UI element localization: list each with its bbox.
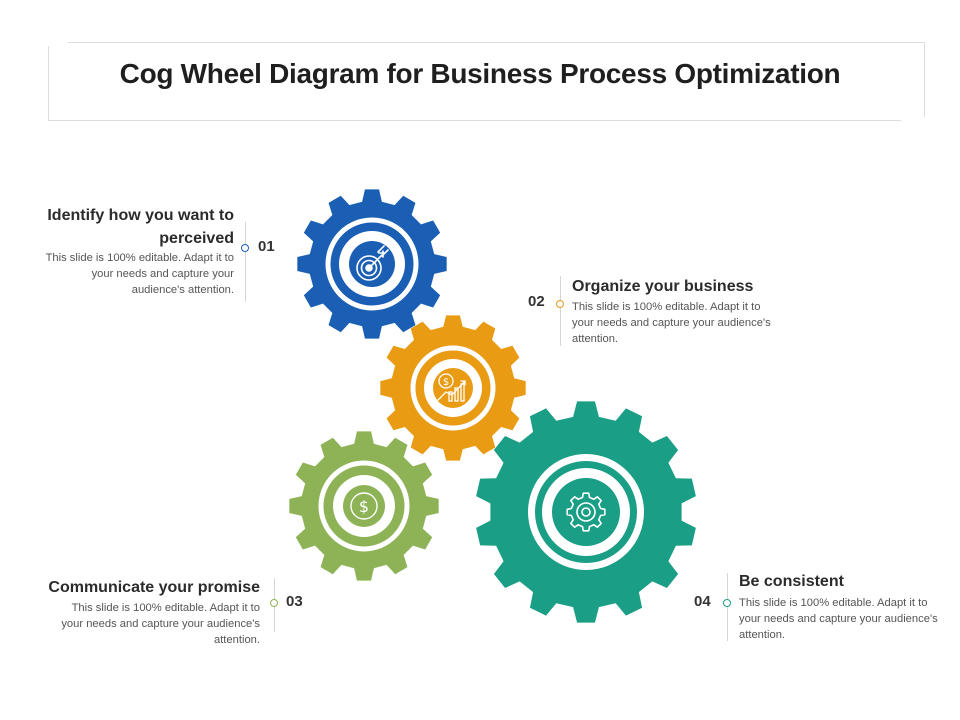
step-2-connector xyxy=(560,276,561,346)
step-1-dot xyxy=(241,244,249,252)
step-2-heading: Organize your business xyxy=(572,278,754,295)
gear-1-ring xyxy=(325,217,419,311)
step-3-number: 03 xyxy=(286,593,303,610)
step-3-dot xyxy=(270,599,278,607)
step-1-connector xyxy=(245,222,246,302)
step-4-description: This slide is 100% editable. Adapt it to… xyxy=(739,597,938,641)
svg-text:$: $ xyxy=(443,377,449,388)
step-3-heading: Communicate your promise xyxy=(48,579,260,596)
gear-3-core xyxy=(343,485,385,527)
money-growth-chart-icon: $ xyxy=(437,373,466,402)
target-arrow-icon xyxy=(356,245,389,281)
title-frame-top-right xyxy=(68,42,925,117)
step-4-dot xyxy=(723,599,731,607)
step-4-connector xyxy=(727,573,728,641)
step-3-description: This slide is 100% editable. Adapt it to… xyxy=(61,602,260,646)
step-2-dot xyxy=(556,300,564,308)
step-4-number: 04 xyxy=(694,593,711,610)
step-1-number: 01 xyxy=(258,238,275,255)
gear-3: $ xyxy=(289,431,439,581)
gear-2: $ xyxy=(380,315,526,461)
step-4-heading: Be consistent xyxy=(739,573,844,590)
gear-1 xyxy=(297,189,447,339)
dollar-coin-icon: $ xyxy=(350,492,378,520)
step-1-description: This slide is 100% editable. Adapt it to… xyxy=(45,252,234,296)
step-2-number: 02 xyxy=(528,293,545,310)
step-1-heading: Identify how you want to perceived xyxy=(47,207,234,247)
title-frame-bottom-left xyxy=(48,46,901,121)
gear-2-ring xyxy=(410,345,496,431)
step-2-description: This slide is 100% editable. Adapt it to… xyxy=(572,301,771,345)
gear-2-core xyxy=(433,368,473,408)
page-title: Cog Wheel Diagram for Business Process O… xyxy=(119,58,841,89)
gear-4-core xyxy=(552,478,620,546)
gear-icon xyxy=(566,492,606,532)
gear-4 xyxy=(476,401,696,623)
title-background xyxy=(62,54,898,114)
gear-3-ring xyxy=(318,460,410,552)
svg-text:$: $ xyxy=(359,497,369,516)
